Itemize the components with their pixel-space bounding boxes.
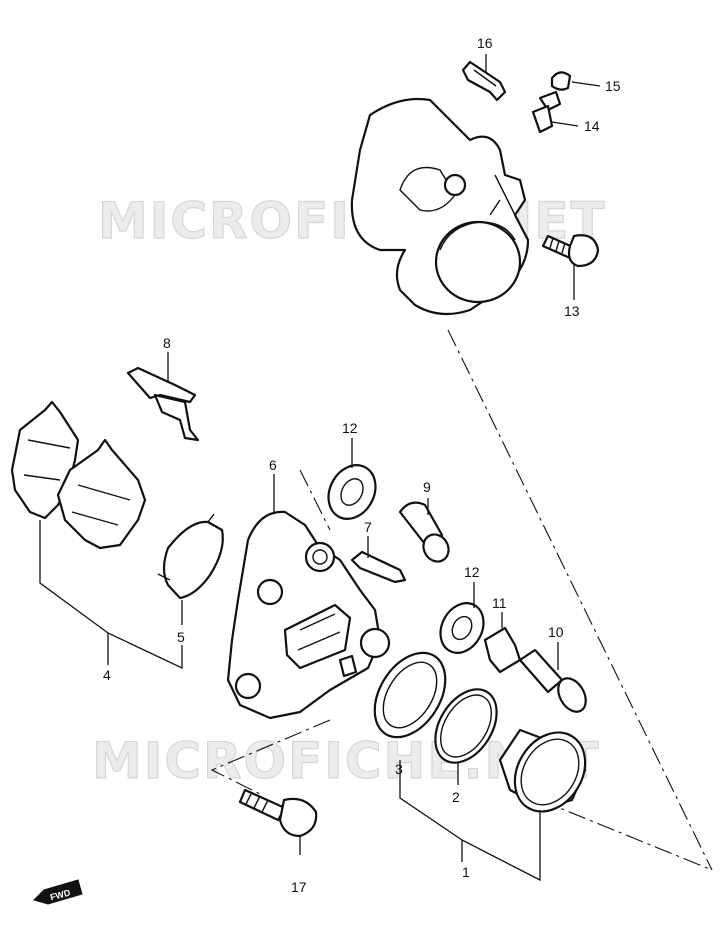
caliper-holder [350, 97, 530, 316]
part-10-pin-bolt [518, 648, 587, 713]
callout-10: 10 [548, 624, 564, 640]
callout-9: 9 [423, 479, 431, 495]
callout-12-upper: 12 [342, 420, 358, 436]
part-9-sleeve [398, 501, 450, 563]
part-5-pad-spring [157, 513, 224, 600]
leader-lines [39, 54, 601, 882]
callout-17: 17 [291, 879, 307, 895]
callout-2: 2 [452, 789, 460, 805]
callout-3: 3 [395, 761, 403, 777]
axis-line-bolt17 [210, 719, 331, 796]
part-6-caliper-body [226, 510, 391, 720]
part-8-pad-clip [126, 366, 200, 442]
part-12-seal-lower [439, 602, 485, 654]
callout-8: 8 [163, 335, 171, 351]
fwd-arrow-icon: FWD [33, 879, 83, 905]
part-2-dust-seal [434, 688, 498, 764]
callout-13: 13 [564, 303, 580, 319]
part-12-seal-upper [327, 464, 377, 520]
callout-5: 5 [177, 629, 185, 645]
part-15-cap [550, 71, 572, 91]
callout-15: 15 [605, 78, 621, 94]
callout-14: 14 [584, 118, 600, 134]
part-7-spring [350, 550, 407, 584]
callout-labels: 1 2 3 4 5 6 7 8 9 10 11 12 12 13 14 15 1… [103, 35, 621, 895]
callout-7: 7 [364, 519, 372, 535]
axis-line-12 [299, 469, 331, 531]
part-11-boot [483, 626, 522, 674]
callout-11: 11 [492, 595, 507, 611]
part-16-clip [461, 60, 507, 102]
part-1-piston [498, 728, 587, 813]
part-4-brake-pads [10, 400, 147, 550]
axis-line-right [447, 329, 713, 871]
part-14-bleeder [531, 90, 562, 134]
part-13-bolt [541, 234, 600, 268]
part-17-bolt [238, 788, 318, 838]
callout-16: 16 [477, 35, 493, 51]
callout-4: 4 [103, 667, 111, 683]
callout-6: 6 [269, 457, 277, 473]
axis-line-piston [539, 799, 713, 871]
callout-1: 1 [462, 864, 470, 880]
callout-12-lower: 12 [464, 564, 480, 580]
part-3-piston-seal [373, 651, 447, 739]
